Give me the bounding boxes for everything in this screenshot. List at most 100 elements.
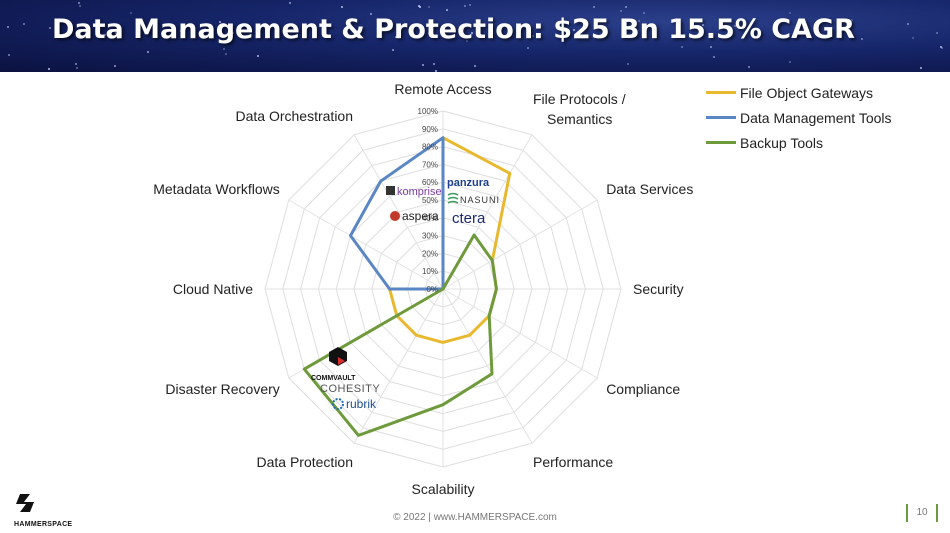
svg-text:aspera: aspera <box>402 209 439 223</box>
star <box>288 2 291 5</box>
legend-label: Data Management Tools <box>740 109 892 126</box>
star <box>532 35 535 38</box>
star <box>527 46 530 49</box>
star <box>146 50 149 53</box>
star <box>940 45 943 48</box>
legend-swatch <box>706 116 736 119</box>
star <box>638 20 641 23</box>
star <box>256 55 259 58</box>
svg-text:ctera: ctera <box>452 210 486 227</box>
star <box>433 62 436 65</box>
star <box>473 65 476 68</box>
star <box>224 53 227 56</box>
grid-spoke <box>442 288 533 444</box>
svg-text:NASUNI: NASUNI <box>460 195 500 205</box>
komprise-icon <box>386 186 395 195</box>
star <box>624 5 627 8</box>
nasuni-icon <box>447 192 459 204</box>
star <box>919 66 922 69</box>
tick-label: 60% <box>422 178 438 187</box>
radar-series <box>302 136 512 437</box>
category-label-compliance: Compliance <box>606 381 680 397</box>
star <box>418 5 421 8</box>
star <box>6 25 9 28</box>
tick-label: 10% <box>422 267 438 276</box>
star <box>620 9 623 12</box>
category-label-cloud-native: Cloud Native <box>173 281 253 297</box>
star <box>218 21 221 24</box>
category-label-data-services: Data Services <box>606 181 693 197</box>
grid-spoke <box>288 199 444 290</box>
svg-text:panzura: panzura <box>447 177 490 189</box>
star <box>74 63 77 66</box>
grid-spoke <box>353 288 444 444</box>
star <box>419 6 422 9</box>
star <box>701 24 704 27</box>
rubrik-icon <box>332 398 344 410</box>
legend-swatch <box>706 91 736 94</box>
star <box>22 23 25 26</box>
star <box>394 35 397 38</box>
star <box>390 20 393 23</box>
star <box>911 37 914 40</box>
komprise-logo: komprise <box>386 186 442 198</box>
star <box>223 48 226 51</box>
star <box>713 56 716 59</box>
tick-label: 30% <box>422 232 438 241</box>
panzura-logo: panzura <box>447 177 490 189</box>
grid-spoke <box>353 134 444 290</box>
star <box>421 63 424 66</box>
star <box>789 60 792 63</box>
tick-label: 80% <box>422 143 438 152</box>
star <box>907 23 910 26</box>
category-label-security: Security <box>633 281 684 297</box>
star <box>592 6 595 9</box>
star <box>114 64 117 67</box>
star <box>643 12 646 15</box>
star <box>940 47 943 50</box>
star <box>427 6 430 9</box>
star <box>77 1 80 4</box>
star <box>428 31 431 34</box>
star <box>839 33 842 36</box>
aspera-icon <box>390 211 400 221</box>
series-data-management-tools <box>349 136 445 291</box>
category-label-metadata-workflows: Metadata Workflows <box>153 181 280 197</box>
tick-label: 100% <box>418 107 438 116</box>
rubrik-logo: rubrik <box>332 397 377 411</box>
hammerspace-logo: HAMMERSPACE <box>14 492 74 528</box>
star <box>129 11 132 14</box>
tick-label: 90% <box>422 125 438 134</box>
category-label-performance: Performance <box>533 454 613 470</box>
star <box>435 69 438 72</box>
category-label-remote-access: Remote Access <box>394 81 491 97</box>
svg-text:komprise: komprise <box>397 186 442 198</box>
star <box>936 32 939 35</box>
svg-text:COHESITY: COHESITY <box>320 383 380 395</box>
tick-label: 50% <box>422 196 438 205</box>
star <box>465 40 468 43</box>
star <box>519 23 522 26</box>
hammerspace-icon <box>16 494 34 512</box>
legend-item-file-object-gateways: File Object Gateways <box>706 80 892 105</box>
star <box>179 30 182 33</box>
logo-text: HAMMERSPACE <box>14 521 73 528</box>
star <box>417 27 420 30</box>
footer-text: © 2022 | www.HAMMERSPACE.com <box>393 512 557 523</box>
star <box>734 25 737 28</box>
star <box>469 3 472 6</box>
star <box>78 4 81 7</box>
category-label-file-protocols-semantics: File Protocols /Semantics <box>533 91 626 127</box>
radar-tick-labels: 0%10%20%30%40%50%60%70%80%90%100% <box>418 107 438 294</box>
chart-legend: File Object Gateways Data Management Too… <box>706 80 892 155</box>
legend-label: Backup Tools <box>740 134 824 151</box>
star <box>710 46 713 49</box>
category-label-data-protection: Data Protection <box>257 454 354 470</box>
star <box>8 54 11 57</box>
legend-label: File Object Gateways <box>740 84 874 101</box>
star <box>860 38 863 41</box>
slide-title: Data Management & Protection: $25 Bn 15.… <box>52 14 855 45</box>
svg-text:COMMVAULT: COMMVAULT <box>311 375 356 382</box>
